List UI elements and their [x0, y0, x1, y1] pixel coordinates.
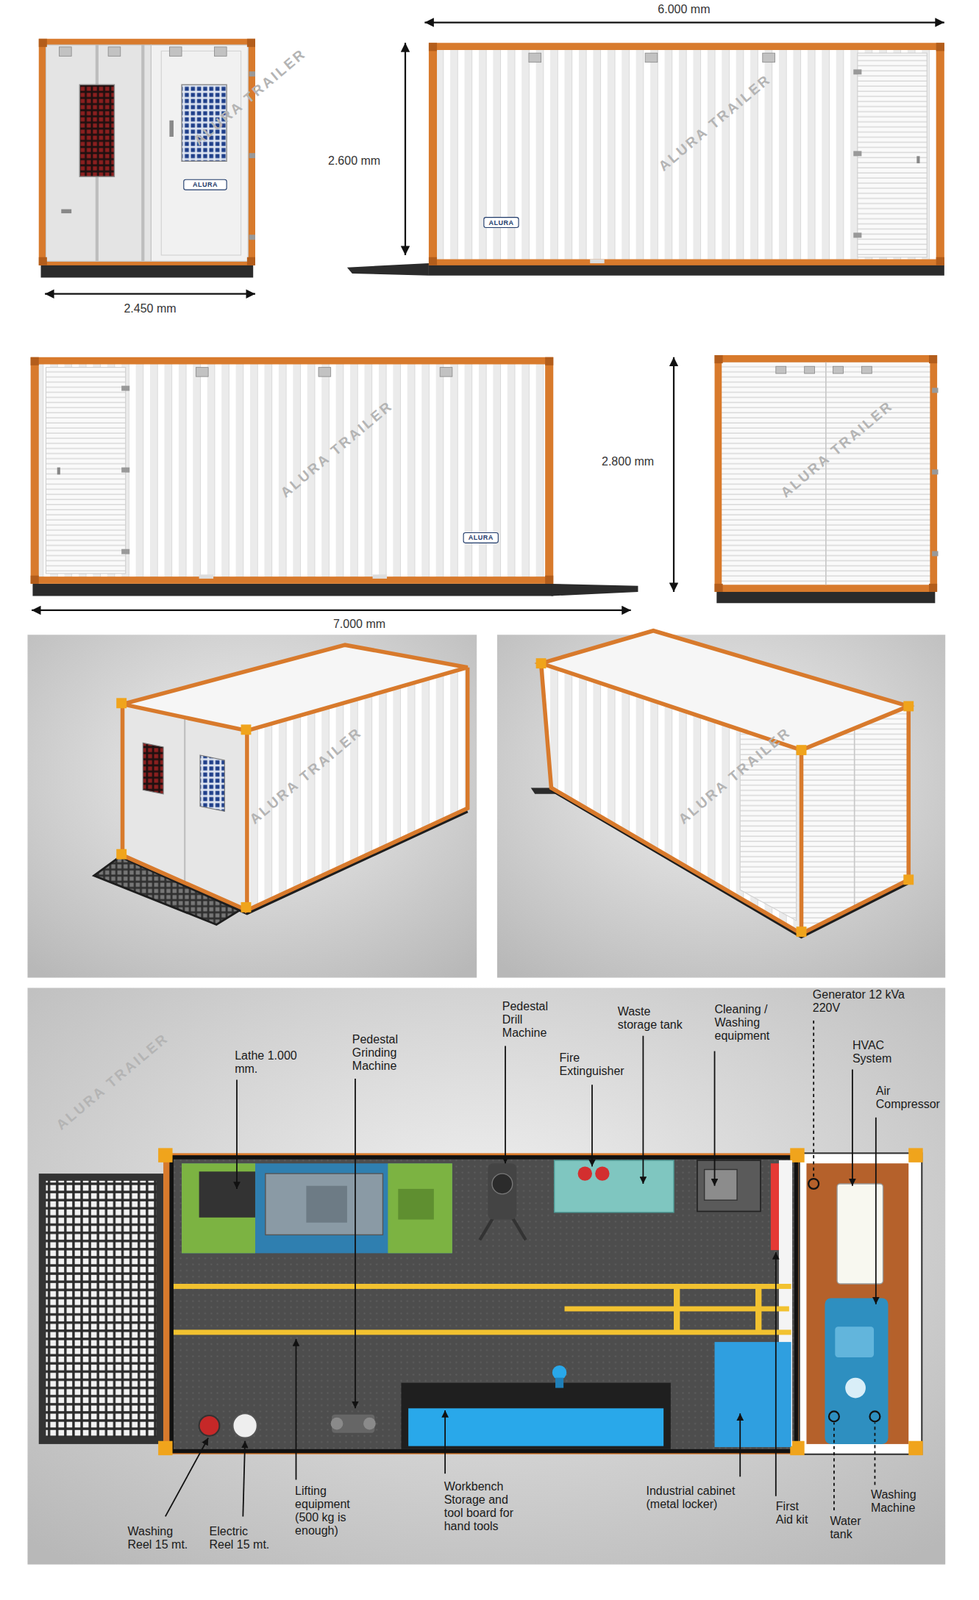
callout-label-holder: Lifting equipment (500 kg is enough) [294, 1485, 372, 1539]
callout-label-holder: Pedestal Grinding Machine [352, 1033, 416, 1074]
render-view [497, 631, 946, 979]
callout-label: Air Compressor [876, 1084, 948, 1112]
watermark: ALURA TRAILER [777, 397, 897, 501]
callout-label: First Aid kit [775, 1500, 818, 1527]
brand-logo: ALURA [468, 534, 494, 542]
callout-label: Cleaning / Washing equipment [714, 1003, 792, 1043]
watermark: ALURA TRAILER [247, 724, 367, 829]
dimension-label: 7.000 mm [333, 617, 386, 632]
callout-label-holder: HVAC System [852, 1039, 914, 1066]
watermark: ALURA TRAILER [655, 70, 775, 175]
front-view [38, 38, 256, 279]
callout-label-holder: Pedestal Drill Machine [502, 1000, 564, 1041]
callout-label-holder: Generator 12 kVa 220V [812, 988, 916, 1016]
callout-label: Pedestal Grinding Machine [352, 1033, 416, 1074]
callout-label: Electric Reel 15 mt. [209, 1525, 273, 1552]
callout-label-holder: Electric Reel 15 mt. [209, 1525, 273, 1552]
brand-logo-holder: ALURA [192, 180, 218, 189]
back-view [714, 355, 939, 604]
callout-label-holder: Washing Reel 15 mt. [127, 1525, 191, 1552]
render-view [27, 634, 477, 978]
brand-logo-holder: ALURA [489, 219, 515, 227]
watermark: ALURA TRAILER [277, 397, 397, 501]
dimension-label-holder: 2.600 mm [328, 154, 381, 168]
watermark-holder: ALURA TRAILER [777, 397, 897, 501]
side-view [347, 42, 945, 276]
callout-label-holder: Water tank [829, 1515, 871, 1542]
brand-logo: ALURA [192, 180, 218, 189]
callout-label: Washing Reel 15 mt. [127, 1525, 191, 1552]
dimension-label: 2.600 mm [328, 154, 381, 168]
callout-label: Pedestal Drill Machine [502, 1000, 564, 1041]
watermark: ALURA TRAILER [190, 45, 310, 150]
callout-label-holder: Fire Extinguisher [559, 1051, 637, 1079]
callout-label-holder: Washing Machine [870, 1488, 932, 1516]
callout-label: Washing Machine [870, 1488, 932, 1516]
callout-label: HVAC System [852, 1039, 914, 1066]
watermark-holder: ALURA TRAILER [655, 70, 775, 175]
callout-label: Waste storage tank [617, 1005, 690, 1032]
dimension-label-holder: 2.450 mm [123, 302, 176, 316]
dimension-label-holder: 2.800 mm [601, 455, 654, 469]
watermark: ALURA TRAILER [675, 724, 796, 829]
watermark-holder: ALURA TRAILER [675, 724, 796, 829]
callout-label-holder: Waste storage tank [617, 1005, 690, 1032]
watermark: ALURA TRAILER [52, 1030, 173, 1135]
callout-label: Workbench Storage and tool board for han… [444, 1480, 527, 1534]
watermark-holder: ALURA TRAILER [190, 45, 310, 150]
leader-lines [165, 1020, 877, 1518]
callout-label: Generator 12 kVa 220V [812, 988, 916, 1016]
callout-label-holder: Lathe 1.000 mm. [234, 1049, 306, 1077]
callout-label-holder: Air Compressor [876, 1084, 948, 1112]
dimension-label: 6.000 mm [657, 2, 710, 17]
floor-plan [27, 987, 946, 1565]
dimension-label-holder: 7.000 mm [333, 617, 386, 632]
callout-label: Industrial cabinet (metal locker) [646, 1485, 744, 1512]
brand-logo: ALURA [489, 219, 515, 227]
dimension-label-holder: 6.000 mm [657, 2, 710, 17]
watermark-holder: ALURA TRAILER [277, 397, 397, 501]
callout-label: Lifting equipment (500 kg is enough) [294, 1485, 372, 1539]
watermark-holder: ALURA TRAILER [52, 1030, 173, 1135]
callout-label-holder: Workbench Storage and tool board for han… [444, 1480, 527, 1534]
dimension-label: 2.800 mm [601, 455, 654, 469]
callout-label-holder: Cleaning / Washing equipment [714, 1003, 792, 1043]
brand-logo-holder: ALURA [468, 534, 494, 542]
callout-label-holder: Industrial cabinet (metal locker) [646, 1485, 744, 1512]
dimension-label: 2.450 mm [123, 302, 176, 316]
callout-label: Fire Extinguisher [559, 1051, 637, 1079]
side-view [30, 357, 639, 597]
callout-label: Water tank [829, 1515, 871, 1542]
watermark-holder: ALURA TRAILER [247, 724, 367, 829]
callout-label-holder: First Aid kit [775, 1500, 818, 1527]
callout-label: Lathe 1.000 mm. [234, 1049, 306, 1077]
